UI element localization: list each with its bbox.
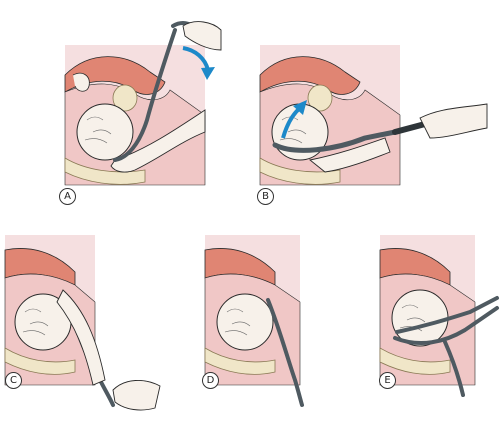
operator-hand [419, 103, 488, 139]
forceps-shank [443, 340, 465, 397]
pelvic-bone [204, 347, 276, 375]
fetal-head [391, 289, 449, 347]
panel-c: C [4, 230, 165, 420]
operator-hand [112, 380, 161, 411]
panel-label-b: B [257, 188, 274, 205]
fetal-ear [72, 72, 90, 92]
uterus-wall [259, 56, 361, 95]
hand [56, 289, 106, 386]
arrow-down-icon [182, 46, 210, 71]
forceps-blade [272, 129, 398, 153]
pelvic-bone [64, 157, 146, 185]
panel-a: A [55, 20, 225, 210]
hand [110, 109, 206, 173]
hand [308, 137, 391, 173]
arrow-head [293, 100, 307, 115]
pelvic-bone [379, 347, 451, 375]
panel-b: B [255, 20, 490, 210]
pelvic-bone [259, 157, 341, 185]
panel-label-d: D [202, 372, 219, 389]
forceps-blade-right [395, 296, 499, 334]
panel-label-a: A [59, 188, 76, 205]
panel-b-illustration [259, 45, 488, 186]
panel-label-e: E [379, 372, 396, 389]
operator-hand [182, 21, 222, 51]
fetal-head [76, 103, 134, 161]
arrow-head [201, 67, 215, 80]
panel-e: E [375, 230, 500, 420]
hair-lines [224, 308, 251, 336]
forceps-blade-left [393, 306, 499, 346]
fetal-head [216, 293, 274, 351]
panel-d: D [200, 230, 320, 420]
pelvic-bone [4, 347, 76, 375]
panel-c-illustration [4, 235, 161, 411]
forceps-blade [266, 298, 304, 407]
forceps-handle [392, 121, 428, 135]
bladder [307, 84, 333, 112]
hair-lines [84, 116, 112, 144]
panel-label-c: C [5, 372, 22, 389]
panel-d-illustration [204, 235, 304, 407]
panel-e-illustration [379, 235, 499, 397]
forceps-blade [113, 28, 177, 162]
hair-lines [22, 308, 49, 336]
bladder [112, 84, 138, 112]
panel-a-illustration [64, 21, 222, 186]
